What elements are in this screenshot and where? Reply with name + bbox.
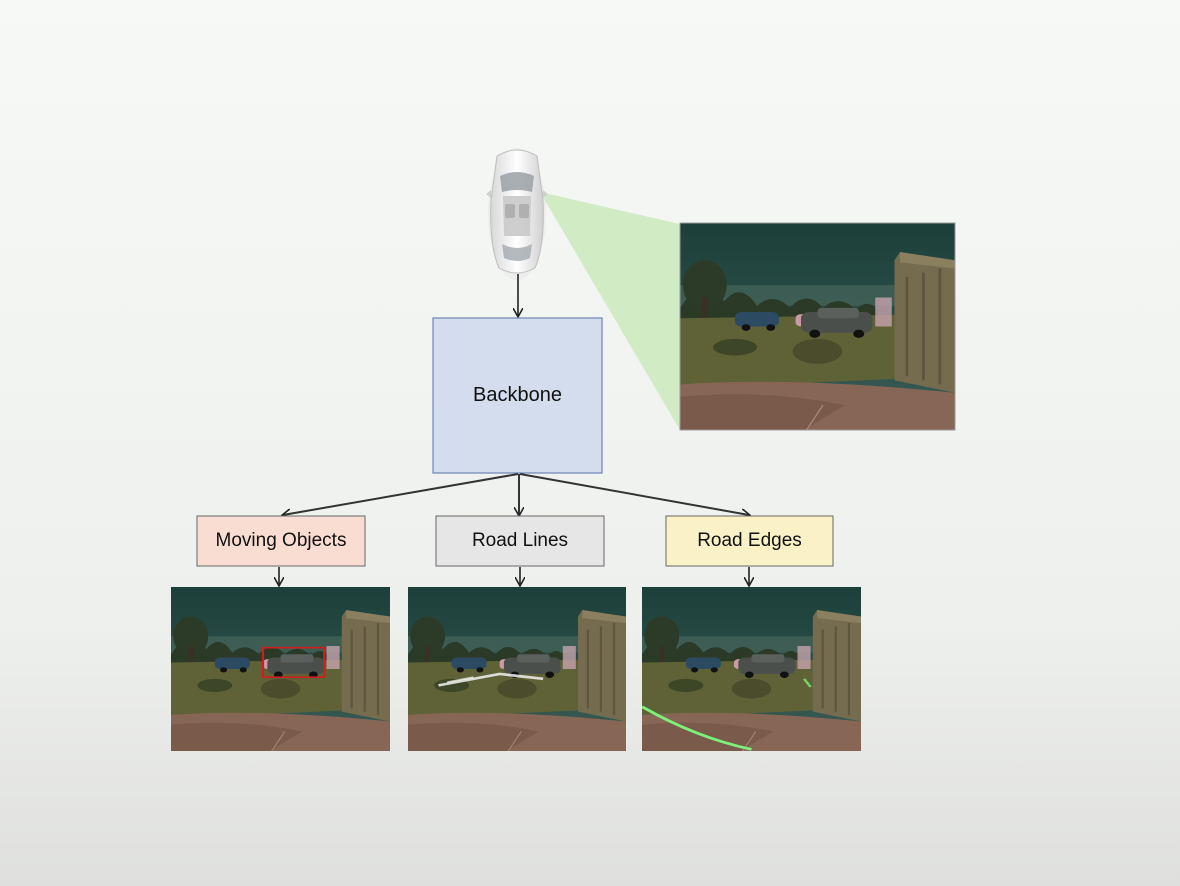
road-lines-output-image — [408, 587, 626, 751]
road-lines-box — [435, 515, 605, 567]
backbone-box — [432, 317, 603, 474]
moving-objects-box — [196, 515, 366, 567]
road-edge-overlay — [642, 705, 752, 751]
arrow-backbone-to-road-edges — [519, 473, 749, 515]
moving-objects-label: Moving Objects — [215, 530, 347, 551]
detection-box — [261, 646, 326, 679]
road-edges-box — [665, 515, 834, 567]
camera-field-of-view — [540, 192, 680, 430]
car-top-view-icon — [486, 148, 548, 280]
road-edges-output-image — [642, 587, 861, 751]
moving-objects-output-image — [171, 587, 390, 751]
backbone-label: Backbone — [473, 384, 562, 406]
road-line-overlay — [438, 672, 544, 687]
arrow-backbone-to-moving-objects — [283, 473, 519, 515]
camera-input-image — [679, 222, 956, 431]
road-edges-label: Road Edges — [697, 530, 802, 551]
road-lines-label: Road Lines — [471, 530, 569, 551]
